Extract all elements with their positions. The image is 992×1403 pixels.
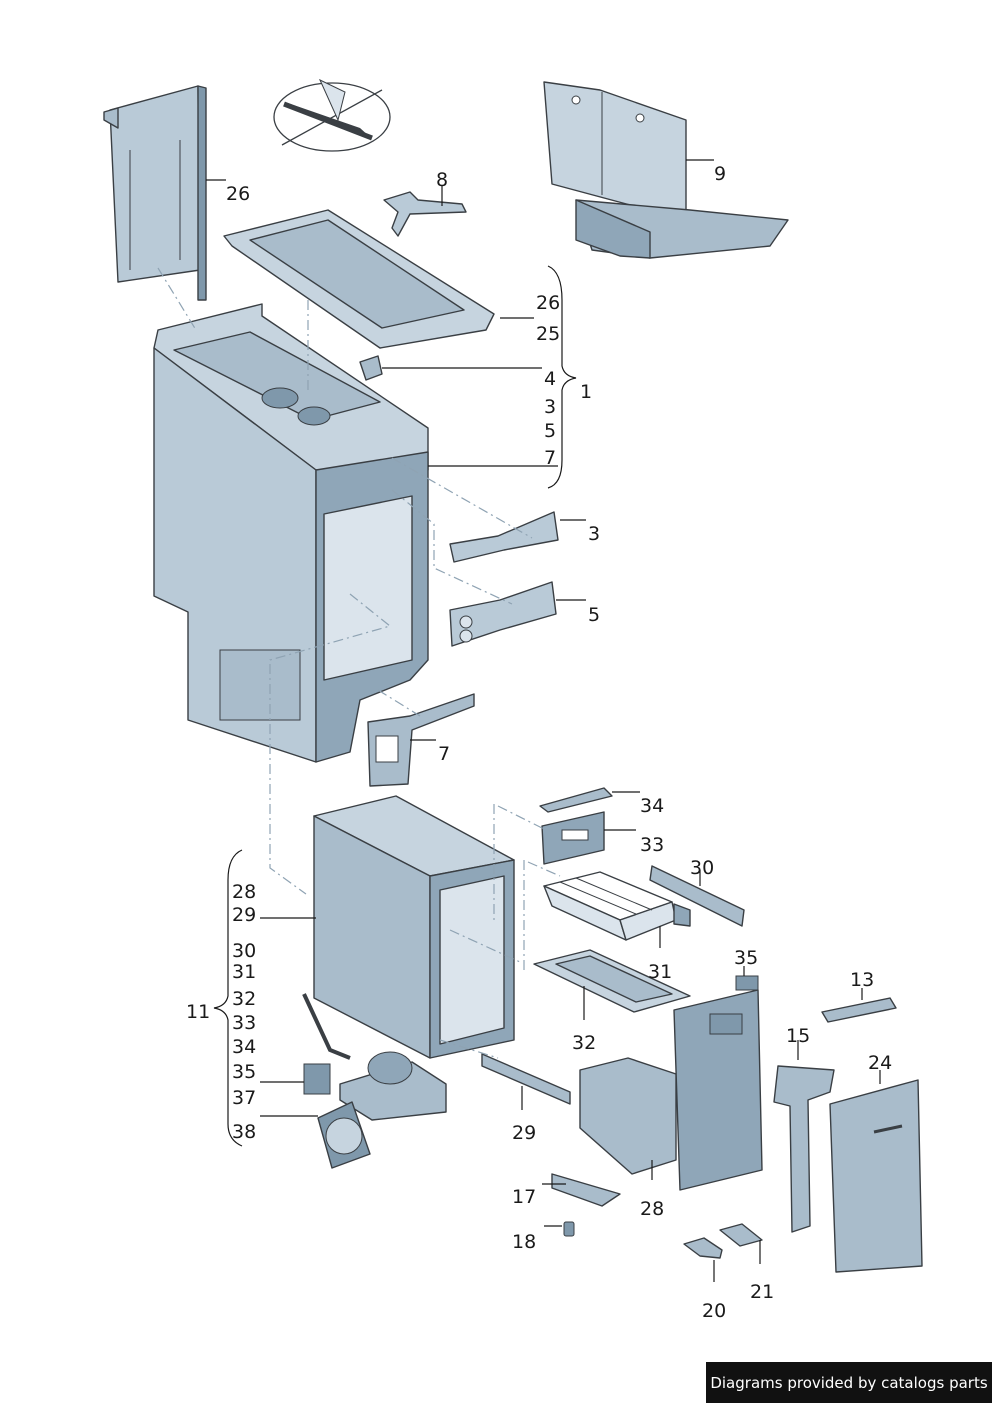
part-back-panel — [103, 85, 207, 301]
callout-21: 21 — [750, 1281, 774, 1303]
callout-24: 24 — [868, 1052, 892, 1074]
leader-lines — [206, 159, 881, 1282]
callout-17: 17 — [512, 1186, 536, 1208]
callout-15: 15 — [786, 1025, 810, 1047]
callout-3-group: 3 — [544, 396, 556, 418]
callout-28-group: 28 — [232, 881, 256, 903]
callout-9: 9 — [714, 163, 726, 185]
part-hinge-20 — [683, 1237, 723, 1259]
callout-35-group: 35 — [232, 1061, 256, 1083]
callout-29: 29 — [512, 1122, 536, 1144]
part-drawer-28 — [579, 989, 763, 1191]
callout-11: 11 — [186, 1001, 210, 1023]
credit-banner: Diagrams provided by catalogs parts — [706, 1362, 992, 1403]
callout-5-group: 5 — [544, 420, 556, 442]
part-bush-18 — [563, 1221, 575, 1237]
part-door-24 — [829, 1079, 923, 1273]
part-plate-17 — [551, 1173, 621, 1207]
callout-18: 18 — [512, 1231, 536, 1253]
brace-group-1 — [547, 265, 577, 489]
part-bracket-3 — [449, 511, 559, 563]
callout-3: 3 — [588, 523, 600, 545]
part-fridge-box — [313, 795, 515, 1059]
callout-34-top: 34 — [640, 795, 664, 817]
callout-34-group: 34 — [232, 1036, 256, 1058]
callout-5: 5 — [588, 604, 600, 626]
part-upper-cabinet — [153, 303, 429, 763]
callout-35: 35 — [734, 947, 758, 969]
callout-33-top: 33 — [640, 834, 664, 856]
callout-7: 7 — [438, 743, 450, 765]
callout-13: 13 — [850, 969, 874, 991]
part-door-frame-15 — [773, 1065, 835, 1233]
callout-30-top: 30 — [690, 857, 714, 879]
assembly-lines — [157, 267, 561, 1059]
callout-26-lid: 26 — [536, 292, 560, 314]
callout-38: 38 — [232, 1121, 256, 1143]
orientation-symbol — [273, 78, 391, 152]
callout-26-top: 26 — [226, 183, 250, 205]
callout-8: 8 — [436, 169, 448, 191]
exploded-parts-diagram: 26 8 9 26 25 4 1 3 5 7 3 5 7 34 33 30 28… — [103, 78, 923, 1322]
part-small-35 — [735, 975, 759, 991]
part-panel-33 — [541, 811, 605, 865]
part-nozzle — [383, 191, 467, 237]
part-lid-panel — [223, 209, 495, 349]
callout-33-group: 33 — [232, 1012, 256, 1034]
part-top-housing — [543, 81, 789, 259]
part-wire-basket — [543, 871, 691, 941]
callout-28: 28 — [640, 1198, 664, 1220]
callout-32: 32 — [572, 1032, 596, 1054]
callout-30-group: 30 — [232, 940, 256, 962]
part-rail-30 — [649, 865, 745, 927]
part-bracket-5 — [449, 581, 557, 647]
part-tray-32 — [533, 949, 691, 1013]
part-hinge-21 — [719, 1223, 763, 1247]
brace-group-11 — [213, 849, 243, 1147]
callout-31-group: 31 — [232, 961, 256, 983]
callout-25: 25 — [536, 323, 560, 345]
callout-20: 20 — [702, 1300, 726, 1322]
part-clip — [359, 355, 383, 381]
callout-4: 4 — [544, 368, 556, 390]
callout-32-group: 32 — [232, 988, 256, 1010]
part-hinge-plate-13 — [821, 997, 897, 1023]
callout-31: 31 — [648, 961, 672, 983]
part-front-plate-7 — [367, 693, 475, 787]
callout-37: 37 — [232, 1087, 256, 1109]
callout-1: 1 — [580, 381, 592, 403]
callout-7-group: 7 — [544, 447, 556, 469]
callout-labels: 26 8 9 26 25 4 1 3 5 7 3 5 7 34 33 30 28… — [186, 163, 892, 1322]
part-rail-29 — [481, 1053, 571, 1105]
callout-29-group: 29 — [232, 904, 256, 926]
part-compressor-fan — [302, 993, 447, 1169]
part-strip-34 — [539, 787, 613, 813]
